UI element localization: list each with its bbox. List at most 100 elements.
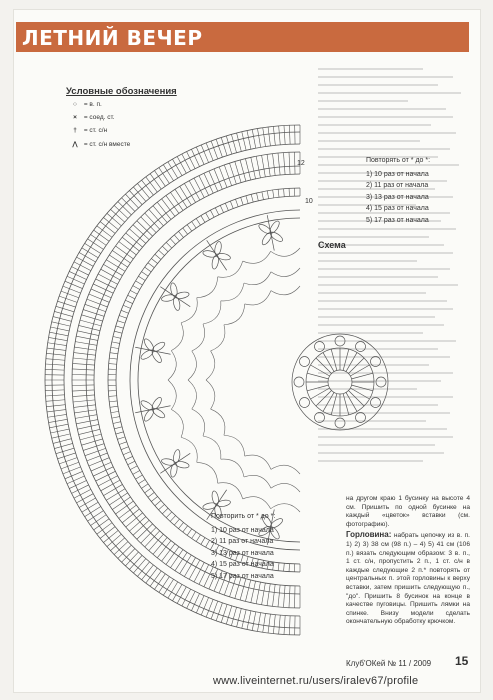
chain-loop (167, 379, 177, 410)
legend-label: = соед. ст. (83, 114, 115, 121)
stitch-tick (86, 452, 108, 462)
stitch-tick (167, 161, 179, 179)
stitch-tick (224, 164, 232, 186)
stitch-tick (205, 540, 210, 548)
stitch-tick (122, 508, 140, 524)
stitch-tick (154, 500, 162, 506)
arc-row (137, 217, 301, 543)
stitch-tick (283, 615, 286, 635)
chain-loop (202, 300, 222, 325)
stitch-tick (130, 465, 138, 470)
chain-loop (210, 408, 226, 436)
stitch-tick (52, 316, 72, 322)
stitch-tick (111, 416, 120, 419)
stitch-tick (59, 457, 78, 465)
stitch-tick (88, 457, 110, 467)
stitch-tick (84, 448, 106, 456)
stitch-tick (55, 306, 75, 313)
center-spoke (315, 357, 332, 374)
stitch-tick (250, 194, 254, 203)
stitch-tick (103, 264, 123, 276)
stitch-tick (106, 213, 122, 227)
stitch-tick (278, 615, 281, 635)
stitch-tick (76, 419, 98, 425)
stitch-tick (161, 198, 176, 217)
center-spoke (342, 349, 350, 371)
chain-loop (223, 434, 246, 457)
stitch-tick (172, 159, 183, 176)
chain-loop (187, 350, 197, 381)
stitch-tick (87, 238, 104, 250)
stitch-tick (203, 173, 214, 194)
stitch-tick (79, 252, 96, 263)
stitch-tick (272, 584, 276, 607)
stitch-tick (132, 470, 140, 475)
stitch-tick (158, 576, 170, 593)
stitch-tick (178, 522, 184, 529)
stitch-tick (272, 153, 276, 176)
chain-loop (270, 285, 301, 296)
stitch-tick (77, 330, 99, 336)
stitch-tick (176, 156, 187, 174)
stitch-tick (196, 146, 205, 165)
stitch-tick (184, 557, 196, 577)
stitch-tick (261, 560, 264, 569)
center-spoke (351, 372, 373, 380)
stitch-tick (99, 526, 116, 539)
chain-loop (244, 454, 272, 470)
stitch-tick (47, 414, 67, 418)
stitch-tick (178, 231, 184, 238)
stitch-tick (277, 585, 281, 607)
stitch-tick (141, 271, 149, 277)
stitch-tick (78, 429, 101, 435)
chain-mesh (167, 247, 301, 513)
stitch-tick (46, 353, 66, 356)
stitch-tick (137, 561, 150, 577)
page-number: 15 (455, 654, 469, 668)
center-picot (299, 356, 310, 367)
stitch-tick (200, 144, 209, 163)
stitch-tick (76, 335, 98, 341)
stitch-tick (90, 514, 107, 526)
legend-title: Условные обозначения (66, 86, 177, 97)
stitch-tick (261, 583, 266, 605)
dc-icon: † (73, 127, 77, 134)
stitch-tick (181, 153, 191, 171)
stitch-tick (110, 537, 125, 551)
stitch-tick (112, 336, 121, 339)
stitch-tick (73, 404, 96, 408)
stitch-tick (172, 584, 183, 601)
stitch-tick (97, 475, 118, 487)
stitch-tick (208, 170, 219, 192)
stitch-tick (90, 234, 107, 246)
legend-label: = ст. с/н вместе (83, 141, 131, 148)
stitch-tick (46, 404, 66, 407)
flower-stem (160, 453, 191, 474)
stitch-tick (294, 152, 296, 175)
stitch-tick (138, 479, 146, 485)
stitch-tick (229, 163, 237, 185)
stitch-tick (133, 558, 147, 574)
stitch-tick (266, 154, 271, 177)
center-spoke (330, 349, 338, 371)
stitch-tick (117, 320, 126, 324)
slip-stitch-icon: × (73, 114, 77, 121)
stitch-tick (156, 540, 172, 558)
center-picot (370, 356, 381, 367)
stitch-tick (256, 192, 259, 201)
stitch-tick (115, 245, 134, 260)
stitch-tick (283, 188, 285, 197)
stitch-tick (117, 201, 132, 216)
source-url: www.liveinternet.ru/users/iralev67/profi… (213, 675, 419, 687)
stitch-tick (72, 374, 95, 376)
stitch-tick (69, 271, 87, 280)
chain-loop (270, 464, 301, 475)
stitch-tick (149, 173, 162, 190)
stitch-tick (115, 325, 124, 329)
legend-item-slip-stitch: × = соед. ст. (68, 114, 115, 121)
stitch-tick (125, 299, 133, 304)
stitch-tick (240, 554, 244, 563)
chain-loop (243, 271, 272, 286)
stitch-tick (193, 177, 205, 198)
